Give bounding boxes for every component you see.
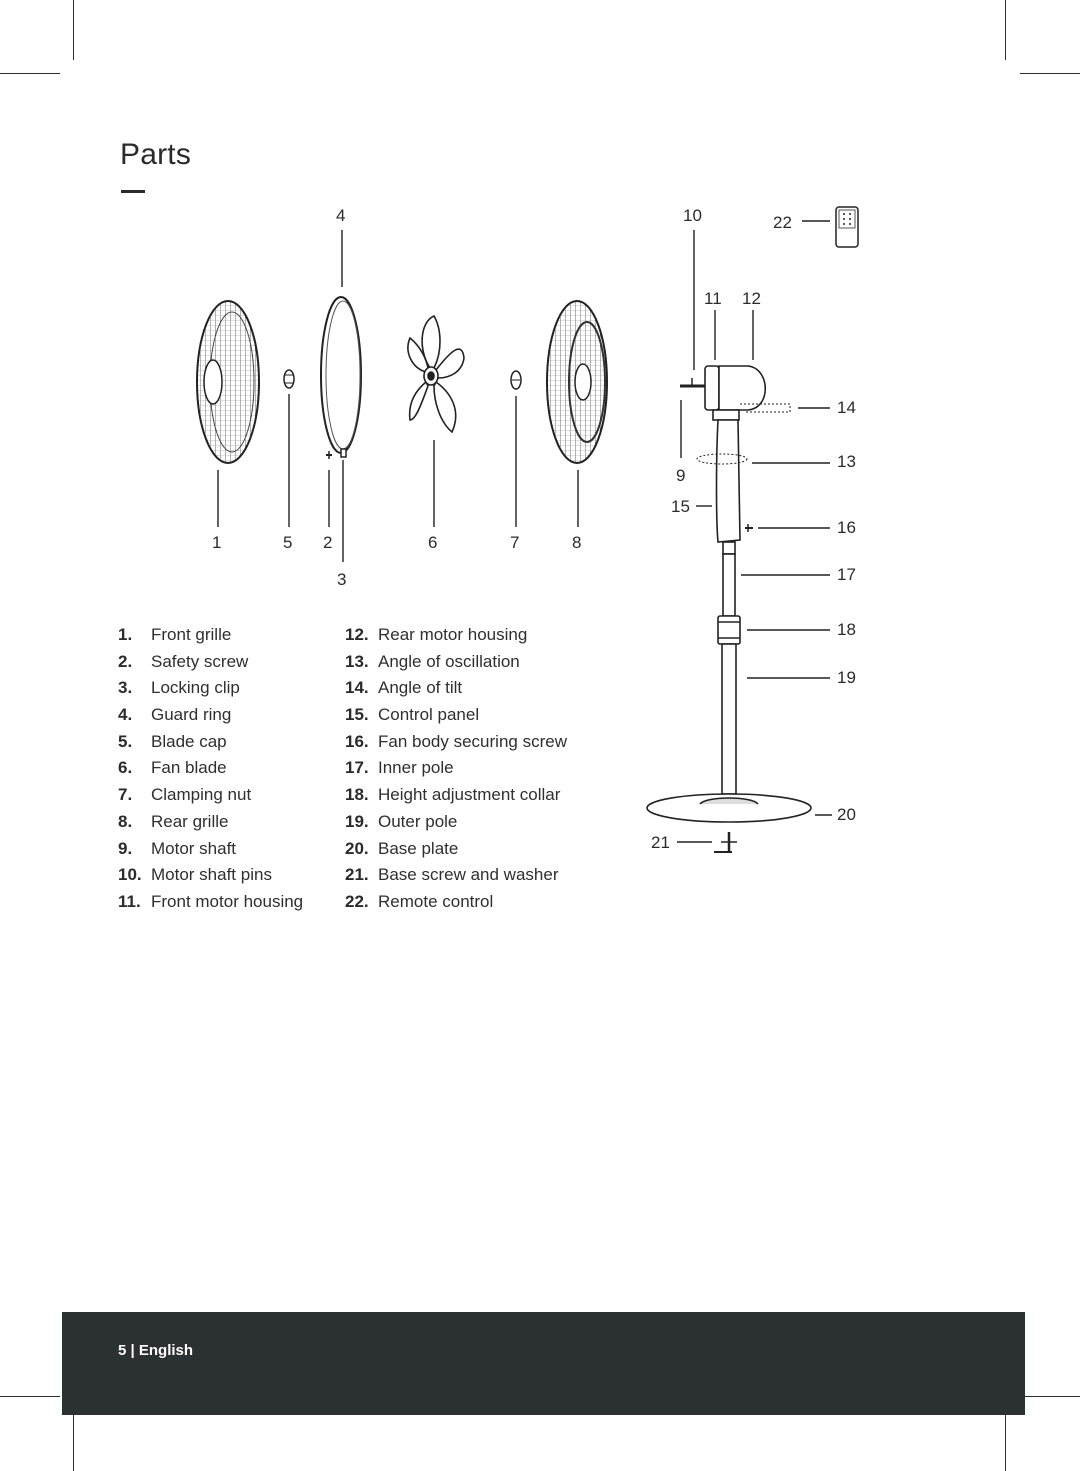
list-item: 18.Height adjustment collar bbox=[345, 785, 561, 805]
callout-2: 2 bbox=[323, 533, 332, 552]
stand-fan-icon bbox=[646, 365, 812, 853]
fan-blade-icon bbox=[407, 314, 465, 434]
crop-mark bbox=[1005, 0, 1006, 60]
callout-19: 19 bbox=[837, 668, 856, 687]
callout-12: 12 bbox=[742, 289, 761, 308]
crop-mark bbox=[73, 0, 74, 60]
crop-mark bbox=[1020, 73, 1080, 74]
crop-mark bbox=[1020, 1396, 1080, 1397]
remote-control-icon bbox=[835, 206, 859, 248]
list-item: 9.Motor shaft bbox=[118, 838, 237, 858]
list-item: 20.Base plate bbox=[345, 838, 459, 858]
list-item: 2.Safety screw bbox=[118, 651, 249, 671]
locking-clip-icon bbox=[340, 448, 347, 458]
callout-7: 7 bbox=[510, 533, 519, 552]
callout-15: 15 bbox=[671, 497, 690, 516]
callout-14: 14 bbox=[837, 398, 856, 417]
callout-6: 6 bbox=[428, 533, 437, 552]
list-item: 21.Base screw and washer bbox=[345, 865, 559, 885]
footer-bar: 5 | English bbox=[62, 1312, 1025, 1415]
rear-grille-icon bbox=[546, 300, 608, 464]
list-item: 14.Angle of tilt bbox=[345, 678, 463, 698]
list-item: 1.Front grille bbox=[118, 625, 232, 644]
callout-9: 9 bbox=[676, 466, 685, 485]
list-item: 6.Fan blade bbox=[118, 758, 227, 778]
callout-11: 11 bbox=[704, 289, 722, 308]
callout-21: 21 bbox=[651, 833, 670, 852]
callout-18: 18 bbox=[837, 620, 856, 639]
parts-diagram: 1 5 2 3 4 6 7 8 9 10 11 12 13 14 15 16 1… bbox=[196, 206, 859, 853]
clamping-nut-icon bbox=[510, 370, 522, 390]
list-item: 22.Remote control bbox=[345, 891, 494, 911]
list-item: 15.Control panel bbox=[345, 705, 480, 725]
blade-cap-icon bbox=[283, 369, 295, 389]
safety-screw-icon bbox=[326, 451, 332, 459]
parts-list-left: 1.Front grille 2.Safety screw 3.Locking … bbox=[118, 622, 303, 916]
leader-lines bbox=[217, 230, 579, 562]
list-item: 17.Inner pole bbox=[345, 758, 454, 778]
list-item: 7.Clamping nut bbox=[118, 785, 252, 805]
guard-ring-icon bbox=[320, 296, 362, 454]
callout-13: 13 bbox=[837, 452, 856, 471]
list-item: 10.Motor shaft pins bbox=[118, 865, 272, 885]
list-item: 12.Rear motor housing bbox=[345, 625, 528, 644]
parts-list-right: 12.Rear motor housing 13.Angle of oscill… bbox=[345, 622, 567, 916]
crop-mark bbox=[0, 1396, 60, 1397]
callout-10: 10 bbox=[683, 206, 702, 225]
callout-5: 5 bbox=[283, 533, 292, 552]
list-item: 3.Locking clip bbox=[118, 678, 240, 698]
callout-4: 4 bbox=[336, 206, 345, 225]
crop-mark bbox=[0, 73, 60, 74]
crop-mark bbox=[1005, 1411, 1006, 1471]
title-underline bbox=[121, 190, 145, 193]
list-item: 13.Angle of oscillation bbox=[345, 651, 520, 671]
callout-16: 16 bbox=[837, 518, 856, 537]
list-item: 8.Rear grille bbox=[118, 811, 229, 831]
callout-20: 20 bbox=[837, 805, 856, 824]
page-title: Parts bbox=[120, 138, 192, 171]
crop-mark bbox=[73, 1411, 74, 1471]
list-item: 16.Fan body securing screw bbox=[345, 731, 567, 751]
callout-1: 1 bbox=[212, 533, 221, 552]
page-number-language: 5 | English bbox=[118, 1342, 194, 1359]
list-item: 5.Blade cap bbox=[118, 731, 227, 751]
callout-17: 17 bbox=[837, 565, 856, 584]
list-item: 11.Front motor housing bbox=[118, 891, 304, 911]
callout-3: 3 bbox=[337, 570, 346, 589]
callout-22: 22 bbox=[773, 213, 792, 232]
front-grille-icon bbox=[196, 300, 260, 464]
callout-8: 8 bbox=[572, 533, 581, 552]
list-item: 4.Guard ring bbox=[118, 705, 232, 725]
leader-lines bbox=[677, 220, 832, 843]
list-item: 19.Outer pole bbox=[345, 811, 458, 831]
